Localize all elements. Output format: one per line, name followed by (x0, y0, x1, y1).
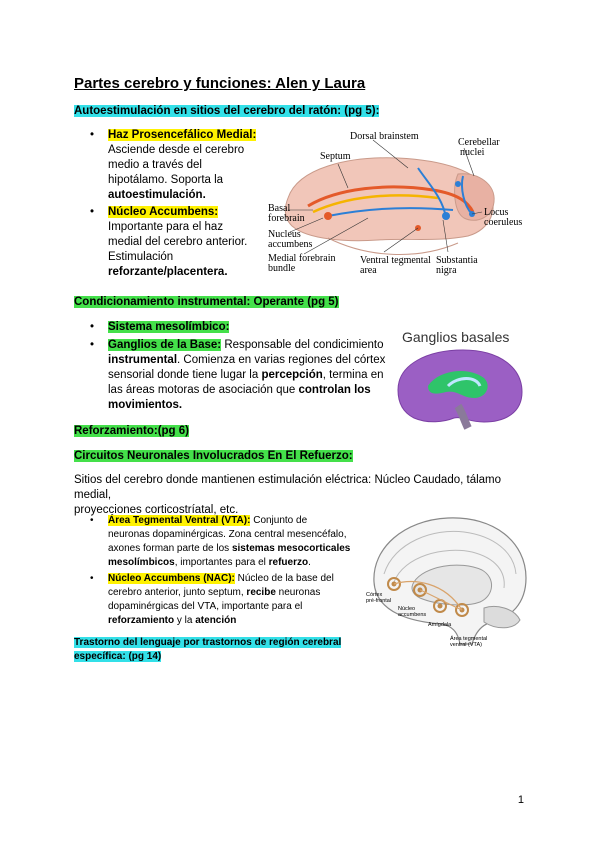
label-ventral-vta: ventral (VTA) (450, 642, 482, 648)
list-item: • Sistema mesolímbico: (90, 321, 230, 333)
section-heading-reforzamiento: Reforzamiento:(pg 6) (74, 425, 189, 437)
bullet-icon: • (90, 206, 95, 218)
page-number: 1 (517, 794, 524, 806)
label-nigra: nigra (436, 265, 457, 276)
list-item: • Núcleo Accumbens (NAC): Núcleo de la b… (90, 573, 334, 626)
rat-brain-illustration (284, 139, 495, 255)
label-cortex: Córtex (366, 592, 383, 598)
bullet-icon: • (90, 339, 95, 351)
bullet-icon: • (90, 573, 94, 584)
section-heading-condicionamiento: Condicionamiento instrumental: Operante … (74, 296, 339, 308)
paragraph-circuitos: Sitios del cerebro donde mantienen estim… (74, 474, 502, 516)
figure-caption: Ganglios basales (402, 329, 510, 345)
human-brain-illustration (373, 517, 527, 645)
list-autoestimulacion: • Haz Prosencefálico Medial: Asciende de… (90, 128, 278, 280)
list-item: • Área Tegmental Ventral (VTA): Conjunto… (90, 515, 351, 568)
label-prefrontal: pré-frontal (366, 598, 392, 604)
label-locus: Locus (484, 207, 509, 218)
list-condicionamiento: • Sistema mesolímbico: • Ganglios de la … (90, 320, 396, 413)
bullet-icon: • (90, 129, 95, 141)
page-title: Partes cerebro y funciones: Alen y Laura (74, 75, 366, 92)
label-nuclei: nuclei (460, 147, 485, 158)
label-accumbens: accumbens (268, 239, 313, 250)
basal-ganglia-illustration (397, 349, 523, 430)
section-heading-circuitos: Circuitos Neuronales Involucrados En El … (74, 450, 353, 462)
bullet-icon: • (90, 515, 94, 526)
label-nucleus: Nucleus (268, 229, 301, 240)
section-heading-autoestimulacion: Autoestimulación en sitios del cerebro d… (74, 105, 380, 117)
label-basal: Basal (268, 203, 291, 214)
list-item: • Ganglios de la Base: Responsable del c… (90, 339, 386, 411)
label-nucleo: Núcleo (398, 606, 416, 612)
label-substantia: Substantia (436, 255, 478, 266)
label-area: area (360, 265, 377, 276)
list-item: • Núcleo Accumbens: Importante para el h… (90, 206, 248, 278)
label-amigdala: Amígdala (428, 622, 452, 628)
list-item: • Haz Prosencefálico Medial: Asciende de… (90, 129, 257, 201)
section-heading-trastorno: Trastorno del lenguaje por trastornos de… (74, 637, 342, 662)
list-circuitos: • Área Tegmental Ventral (VTA): Conjunto… (90, 514, 368, 628)
label-area-tegmental: Área tegmental (450, 636, 488, 642)
bullet-icon: • (90, 321, 95, 333)
label-coeruleus: coeruleus (484, 217, 523, 228)
label-cerebellar: Cerebellar (458, 137, 500, 148)
label-septum: Septum (320, 151, 351, 162)
rat-brain-figure: Dorsal brainstem Septum Cerebellar nucle… (268, 128, 530, 280)
label-forebrain: forebrain (268, 213, 305, 224)
label-dorsal-brainstem: Dorsal brainstem (350, 131, 419, 142)
human-brain-figure: Córtex pré-frontal Núcleo accumbens Amíg… (364, 512, 532, 652)
label-accumbens: accumbens (398, 612, 427, 618)
label-medial-forebrain: Medial forebrain (268, 253, 336, 264)
basal-ganglia-figure: Ganglios basales (388, 330, 528, 430)
label-bundle: bundle (268, 263, 296, 274)
label-ventral-tegmental: Ventral tegmental (360, 255, 431, 266)
